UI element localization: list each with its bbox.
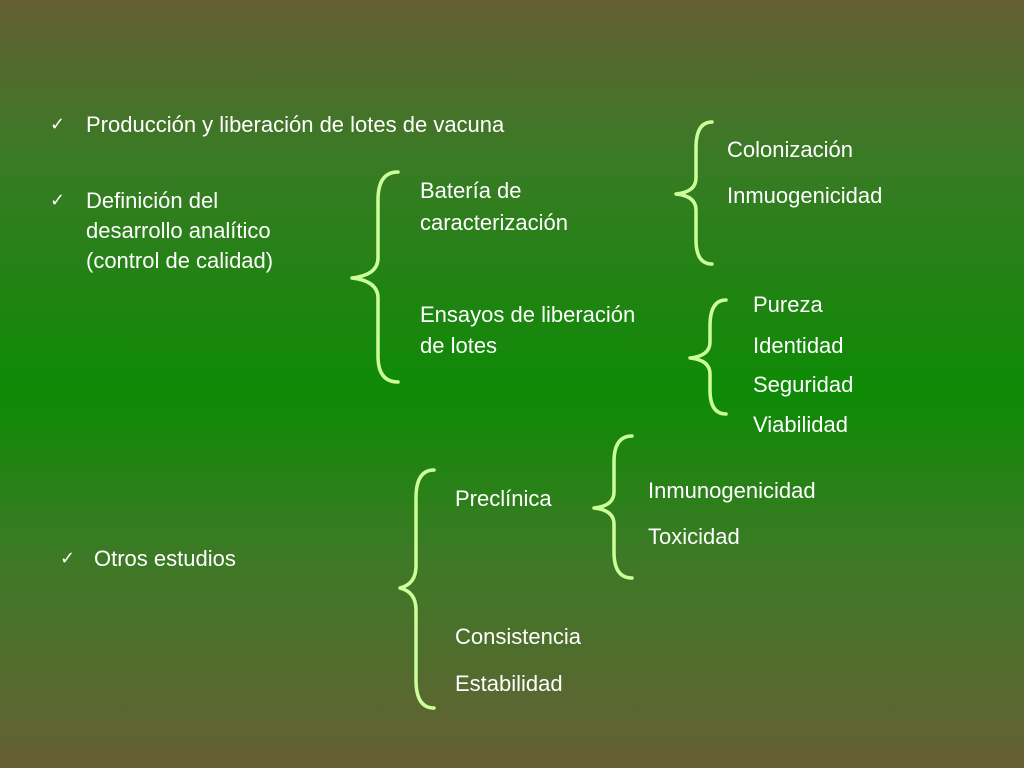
bullet-otros-estudios: Otros estudios — [94, 546, 236, 571]
item-toxicidad: Toxicidad — [648, 524, 740, 549]
brace-otros — [398, 468, 436, 710]
checkmark-icon: ✓ — [50, 190, 66, 211]
ensayos-line1: Ensayos de liberación — [420, 302, 636, 327]
item-estabilidad: Estabilidad — [455, 671, 563, 696]
bateria-line2: caracterización — [420, 210, 568, 235]
item-colonizacion: Colonización — [727, 137, 853, 162]
checkmark-icon: ✓ — [50, 114, 66, 135]
item-viabilidad: Viabilidad — [753, 412, 849, 437]
brace-analytic — [350, 170, 400, 384]
item-consistencia: Consistencia — [455, 624, 581, 649]
bullet-definicion-line3: (control de calidad) — [86, 248, 274, 273]
bateria-line1: Batería de — [420, 178, 522, 203]
brace-ensayos — [688, 298, 728, 416]
item-pureza: Pureza — [753, 292, 823, 317]
bullet-definicion-line2: desarrollo analítico — [86, 218, 271, 243]
ensayos-line2: de lotes — [420, 333, 498, 358]
item-preclinica: Preclínica — [455, 486, 552, 511]
item-identidad: Identidad — [753, 333, 844, 358]
bullet-produccion: Producción y liberación de lotes de vacu… — [86, 112, 505, 137]
bullet-definicion-line1: Definición del — [86, 188, 219, 213]
item-seguridad: Seguridad — [753, 372, 854, 397]
item-inmuogenicidad: Inmuogenicidad — [727, 183, 883, 208]
brace-preclinica — [592, 434, 634, 580]
item-inmunogenicidad: Inmunogenicidad — [648, 478, 816, 503]
brace-bateria — [674, 120, 714, 266]
checkmark-icon: ✓ — [60, 548, 76, 569]
